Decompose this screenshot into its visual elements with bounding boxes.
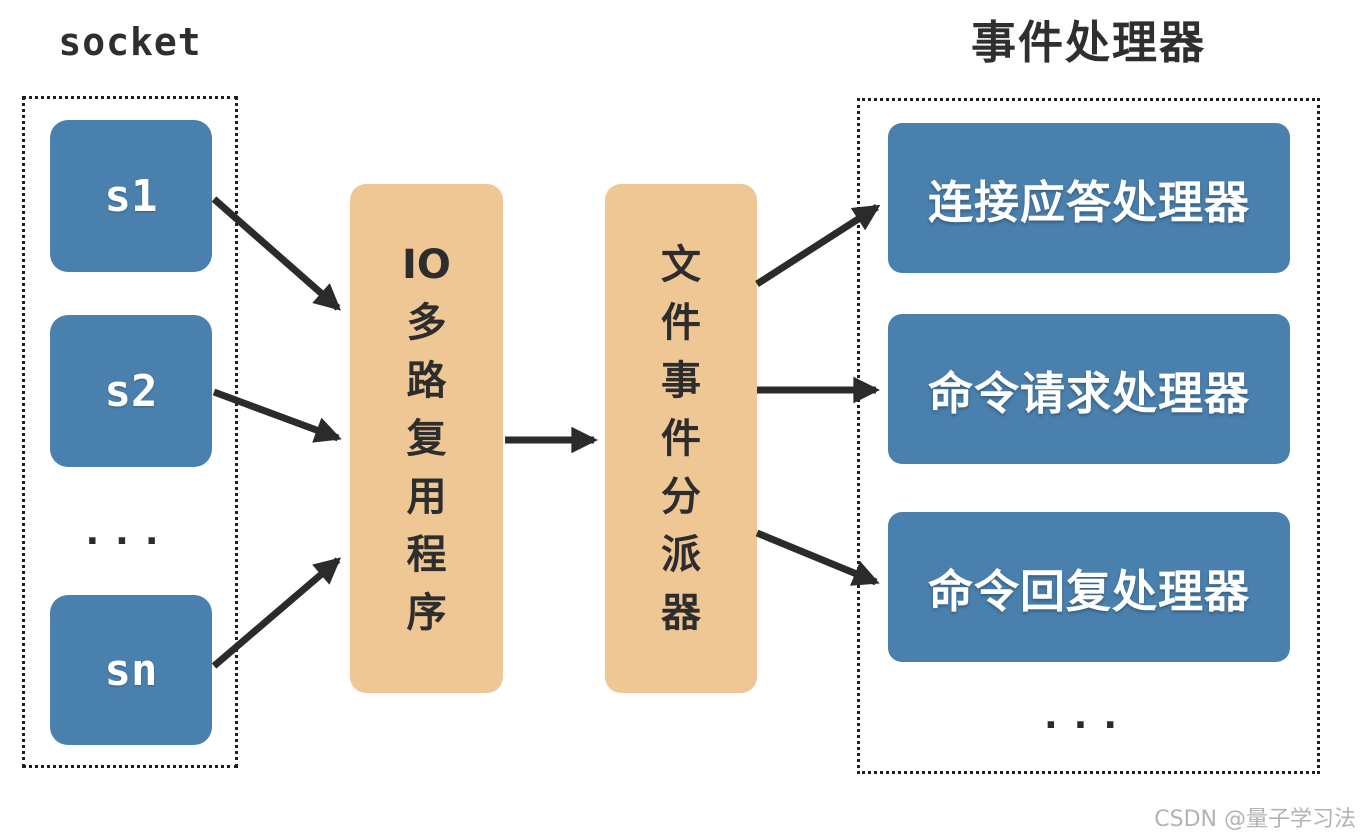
socket-node-s1: s1 bbox=[50, 120, 212, 272]
file-event-dispatcher-box: 文 件 事 件 分 派 器 bbox=[605, 184, 757, 693]
handler-node-command-reply: 命令回复处理器 bbox=[888, 512, 1290, 662]
socket-node-s2: s2 bbox=[50, 315, 212, 467]
event-handlers-group-title: 事件处理器 bbox=[970, 16, 1206, 69]
io-multiplexer-label: IO 多 路 复 用 程 序 bbox=[402, 241, 451, 636]
handler-node-connection-reply: 连接应答处理器 bbox=[888, 123, 1290, 273]
socket-group-title: socket bbox=[58, 20, 202, 64]
handlers-ellipsis: ··· bbox=[1043, 705, 1134, 746]
file-event-dispatcher-label: 文 件 事 件 分 派 器 bbox=[661, 241, 701, 636]
socket-ellipsis: ··· bbox=[85, 521, 175, 562]
event-handlers-group-container bbox=[857, 98, 1320, 774]
socket-node-sn: sn bbox=[50, 595, 212, 745]
csdn-watermark: CSDN @量子学习法 bbox=[1154, 807, 1356, 832]
handler-node-command-request: 命令请求处理器 bbox=[888, 314, 1290, 464]
io-multiplexer-box: IO 多 路 复 用 程 序 bbox=[350, 184, 503, 693]
